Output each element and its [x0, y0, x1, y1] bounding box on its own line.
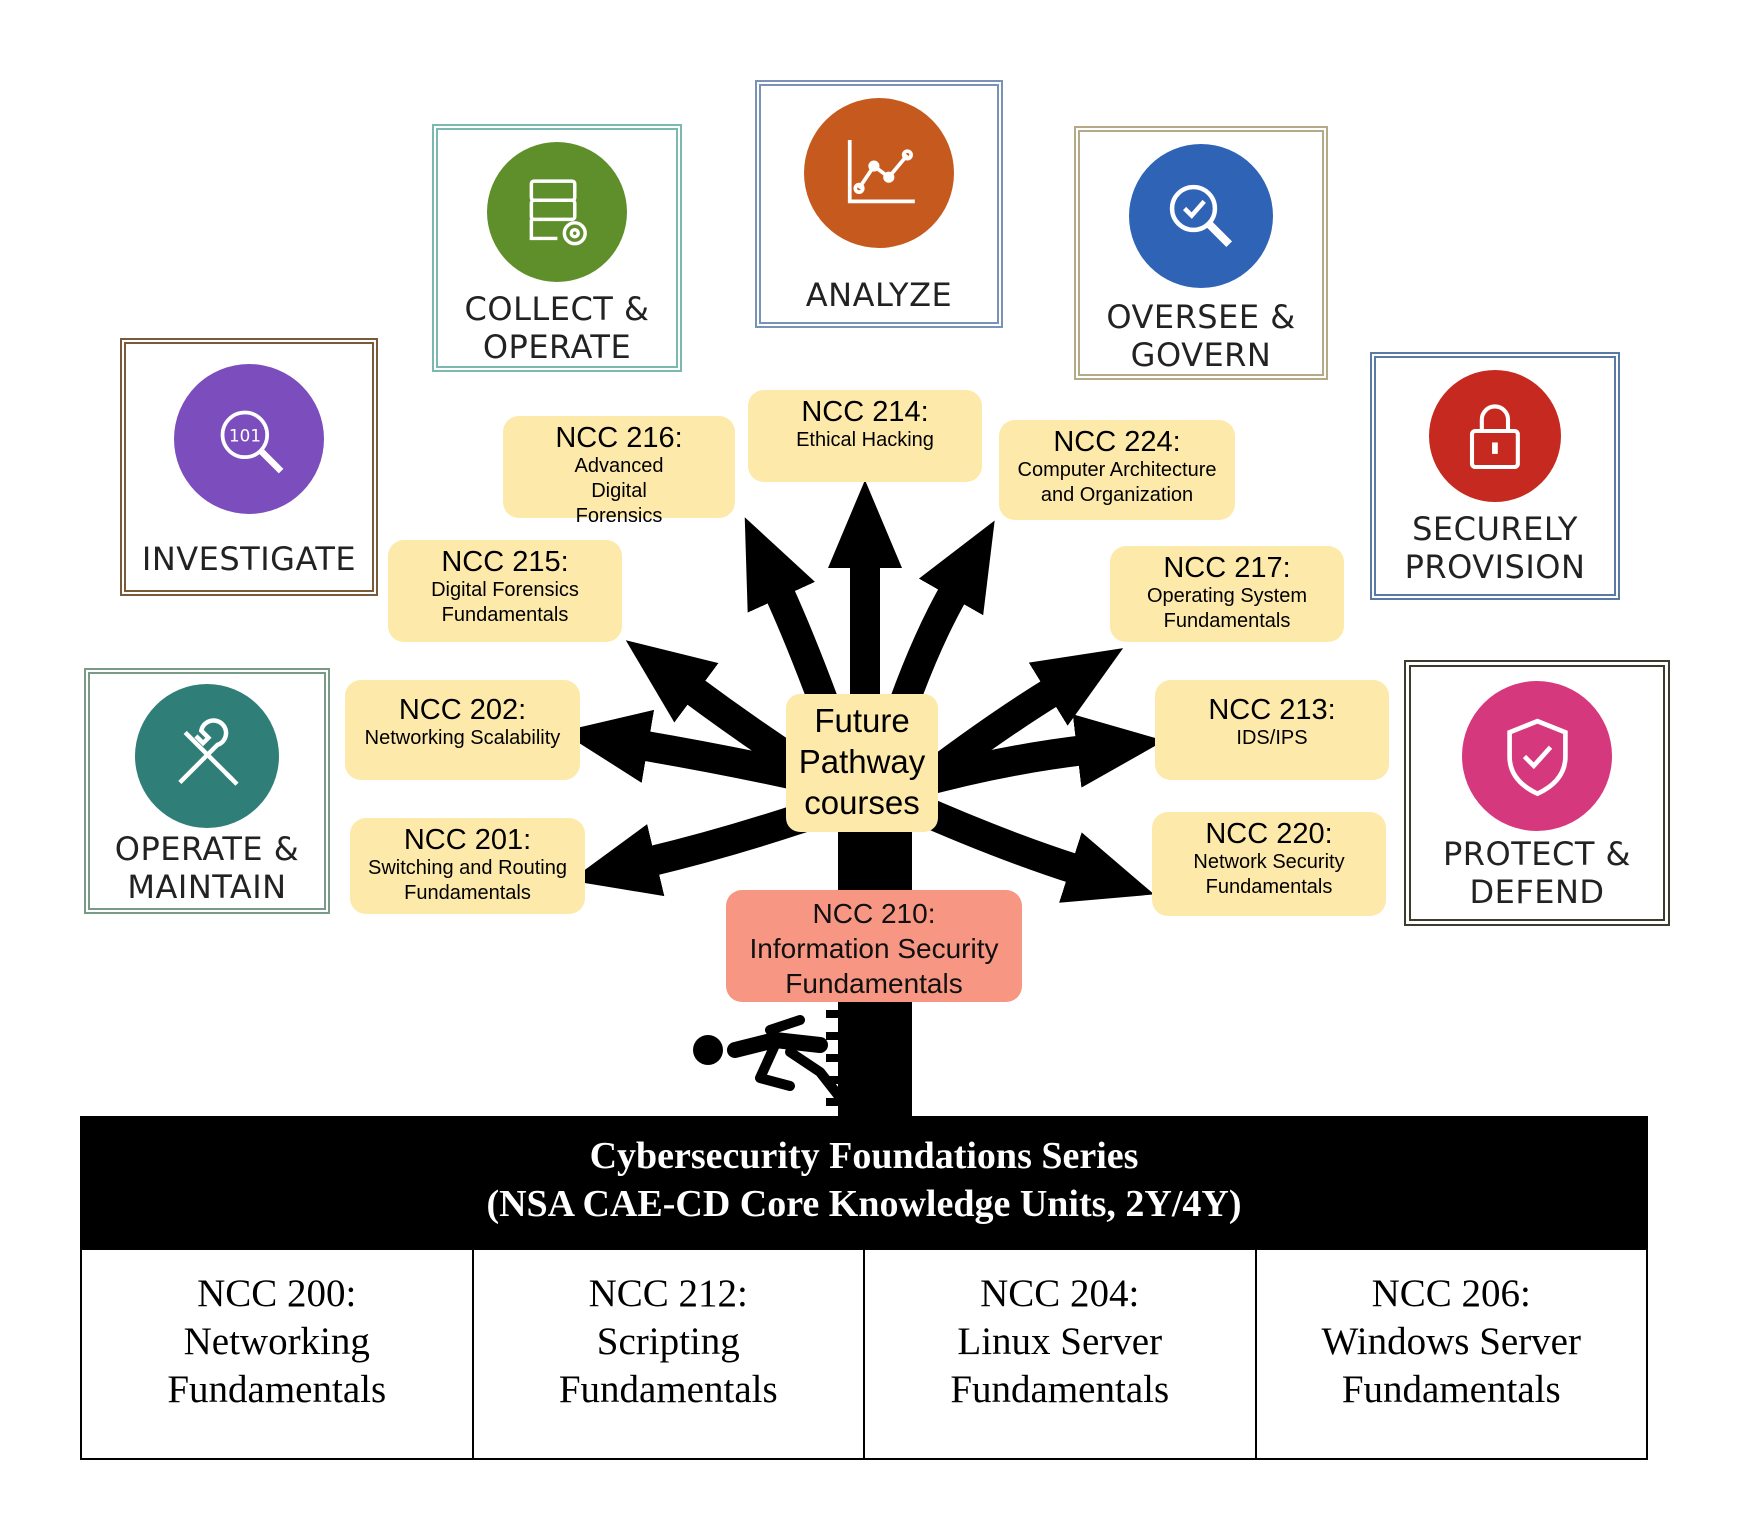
oversee-govern-label: OVERSEE &GOVERN [1106, 298, 1296, 374]
analyze-label: ANALYZE [805, 276, 953, 314]
climbing-person-icon [693, 1015, 843, 1100]
operate-maintain-label: OPERATE &MAINTAIN [114, 830, 300, 906]
course-code: NCC 220: [1205, 818, 1333, 850]
ladder [826, 1010, 866, 1106]
analyze-circle [804, 98, 954, 248]
course-name: Networking Scalability [364, 727, 561, 749]
course-ncc202: NCC 202: Networking Scalability [345, 680, 580, 780]
shield-check-icon [1506, 718, 1568, 796]
collect-operate-label: COLLECT &OPERATE [464, 290, 650, 366]
course-name: Digital Forensics Fundamentals [431, 579, 579, 626]
course-code: NCC 215: [441, 546, 569, 578]
investigate-label: INVESTIGATE [141, 540, 357, 578]
course-ncc220: NCC 220: Network Security Fundamentals [1152, 812, 1386, 916]
course-code: NCC 213: [1208, 694, 1336, 726]
line-graph-icon [847, 139, 915, 203]
svg-text:101: 101 [229, 425, 261, 445]
foundations-title: Cybersecurity Foundations Series [589, 1135, 1139, 1177]
course-ncc216: NCC 216: Advanced Digital Forensics [503, 416, 735, 527]
binary-search-icon: 101 [220, 410, 283, 473]
course-code: NCC 214: [801, 396, 929, 428]
collect-operate-circle [487, 142, 627, 282]
operate-maintain-circle [135, 684, 279, 828]
course-ncc215: NCC 215: Digital Forensics Fundamentals [388, 540, 622, 642]
category-oversee-govern: OVERSEE &GOVERN [1074, 126, 1328, 380]
course-ncc213: NCC 213: IDS/IPS [1155, 680, 1389, 780]
course-name: IDS/IPS [1236, 727, 1308, 749]
course-code: NCC 201: [403, 824, 532, 856]
foundations-table: Cybersecurity Foundations Series (NSA CA… [80, 1116, 1648, 1460]
oversee-govern-circle [1129, 144, 1273, 288]
foundations-subtitle: (NSA CAE-CD Core Knowledge Units, 2Y/4Y) [486, 1183, 1242, 1225]
course-ncc224: NCC 224: Computer Architecture and Organ… [999, 420, 1235, 520]
course-name: Advanced Digital Forensics [574, 455, 664, 527]
course-name: Operating System Fundamentals [1146, 585, 1308, 632]
course-code: NCC 216: [555, 422, 683, 454]
course-ncc217: NCC 217: Operating System Fundamentals [1110, 546, 1344, 642]
magnifier-check-icon [1170, 185, 1233, 248]
course-ncc201: NCC 201: Switching and Routing Fundament… [350, 818, 585, 914]
category-investigate: 101 INVESTIGATE [120, 338, 378, 596]
course-name: Ethical Hacking [796, 429, 934, 451]
category-analyze: ANALYZE [755, 80, 1003, 328]
course-code: NCC 202: [398, 694, 527, 726]
foundations-header: Cybersecurity Foundations Series (NSA CA… [82, 1118, 1646, 1250]
protect-defend-circle [1462, 681, 1612, 831]
category-operate-maintain: OPERATE &MAINTAIN [84, 668, 330, 914]
investigate-circle: 101 [174, 364, 324, 514]
category-collect-operate: COLLECT &OPERATE [432, 124, 682, 372]
protect-defend-label: PROTECT &DEFEND [1443, 835, 1631, 911]
wrench-screwdriver-icon [178, 718, 239, 787]
course-name: Computer Architecture and Organization [1017, 459, 1217, 506]
course-code: NCC 224: [1053, 426, 1181, 458]
course-name: Network Security Fundamentals [1193, 851, 1345, 898]
securely-provision-circle [1429, 370, 1561, 502]
padlock-icon [1470, 404, 1520, 470]
server-gear-icon [529, 179, 587, 245]
course-ncc214: NCC 214: Ethical Hacking [748, 390, 982, 482]
course-code: NCC 217: [1163, 552, 1291, 584]
course-name: Switching and Routing Fundamentals [367, 857, 567, 904]
category-protect-defend: PROTECT &DEFEND [1404, 660, 1670, 926]
